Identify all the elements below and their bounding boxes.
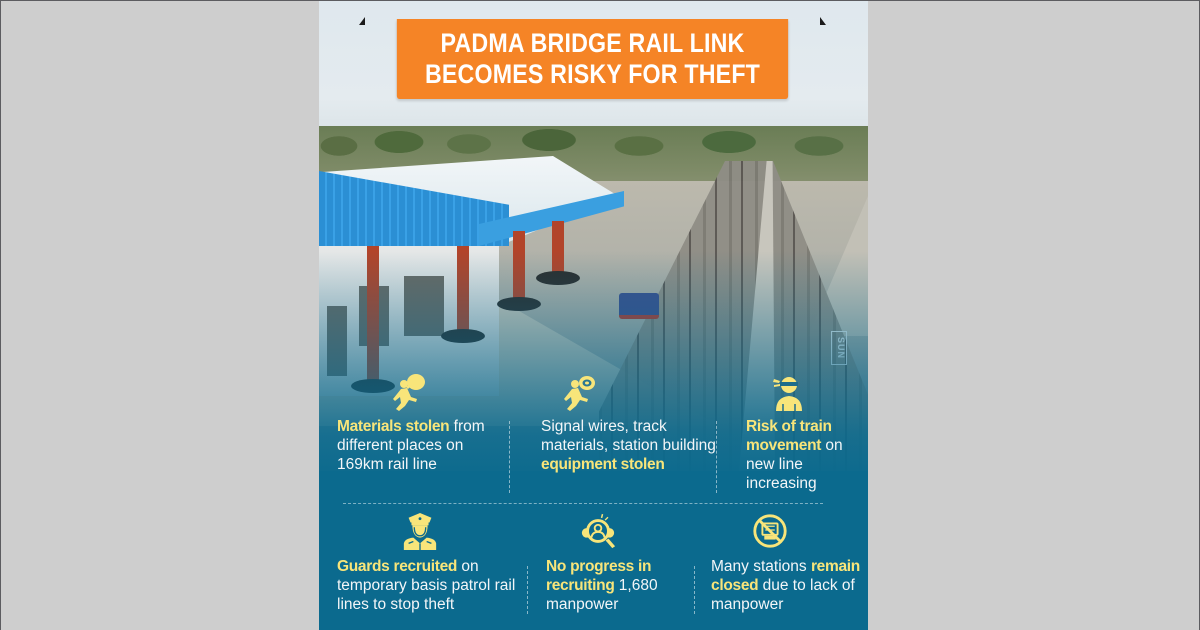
thief-running-with-wire-coil-icon <box>564 376 595 411</box>
body-text: due to lack of manpower <box>711 577 855 613</box>
info-text: Risk of train movement on new line incre… <box>746 417 868 493</box>
thief-running-with-sack-icon <box>393 374 425 411</box>
body-text: Many stations <box>711 558 811 575</box>
ribbon-fold-left <box>359 17 365 25</box>
masked-thief-icon <box>773 377 802 411</box>
body-text: from different places on 169km rail line <box>337 418 485 473</box>
body-text: on new line increasing <box>746 437 843 492</box>
highlight-text: Materials stolen <box>337 418 450 435</box>
info-item-train-risk: Risk of train movement on new line incre… <box>716 373 868 498</box>
column-divider <box>509 421 510 493</box>
column-divider <box>716 421 717 493</box>
row-divider <box>343 503 823 504</box>
no-station-closed-icon <box>753 514 787 548</box>
ribbon-fold-right <box>820 17 826 25</box>
recruitment-search-icon <box>581 513 616 549</box>
info-row-2: Guards recruited on temporary basis patr… <box>319 511 868 623</box>
highlight-text: Guards recruited <box>337 558 458 575</box>
body-text: Signal wires, track materials, station b… <box>541 418 716 454</box>
info-text: Signal wires, track materials, station b… <box>541 417 716 474</box>
info-text: Materials stolen from different places o… <box>337 417 509 474</box>
info-item-equipment-stolen: Signal wires, track materials, station b… <box>509 373 716 498</box>
infographic-panel: SUN PADMA BRIDGE RAIL LINK BECOMES RISKY… <box>319 1 868 630</box>
info-text: No progress in recruiting 1,680 manpower <box>546 557 694 614</box>
info-item-no-recruitment-progress: No progress in recruiting 1,680 manpower <box>519 511 694 623</box>
security-guard-icon <box>403 512 437 550</box>
info-item-materials-stolen: Materials stolen from different places o… <box>319 373 509 498</box>
body-text: on temporary basis patrol rail lines to … <box>337 558 516 613</box>
info-item-guards-recruited: Guards recruited on temporary basis patr… <box>319 511 519 623</box>
column-divider <box>527 566 528 614</box>
page-title: PADMA BRIDGE RAIL LINK BECOMES RISKY FOR… <box>396 19 789 99</box>
photo-fade-overlay <box>319 251 868 481</box>
title-banner: PADMA BRIDGE RAIL LINK BECOMES RISKY FOR… <box>359 17 826 99</box>
info-text: Many stations remain closed due to lack … <box>711 557 868 614</box>
title-line-2: BECOMES RISKY FOR THEFT <box>424 59 761 89</box>
info-item-stations-closed: Many stations remain closed due to lack … <box>694 511 868 623</box>
info-text: Guards recruited on temporary basis patr… <box>337 557 519 614</box>
highlight-text: equipment stolen <box>541 456 665 473</box>
title-line-1: PADMA BRIDGE RAIL LINK <box>440 28 745 58</box>
highlight-text: Risk of train movement <box>746 418 832 454</box>
highlight-text: No progress in recruiting <box>546 558 652 594</box>
column-divider <box>694 566 695 614</box>
info-row-1: Materials stolen from different places o… <box>319 373 868 498</box>
body-text: 1,680 manpower <box>546 577 658 613</box>
railway-station-photo: SUN <box>319 1 868 481</box>
highlight-text: remain closed <box>711 558 860 594</box>
